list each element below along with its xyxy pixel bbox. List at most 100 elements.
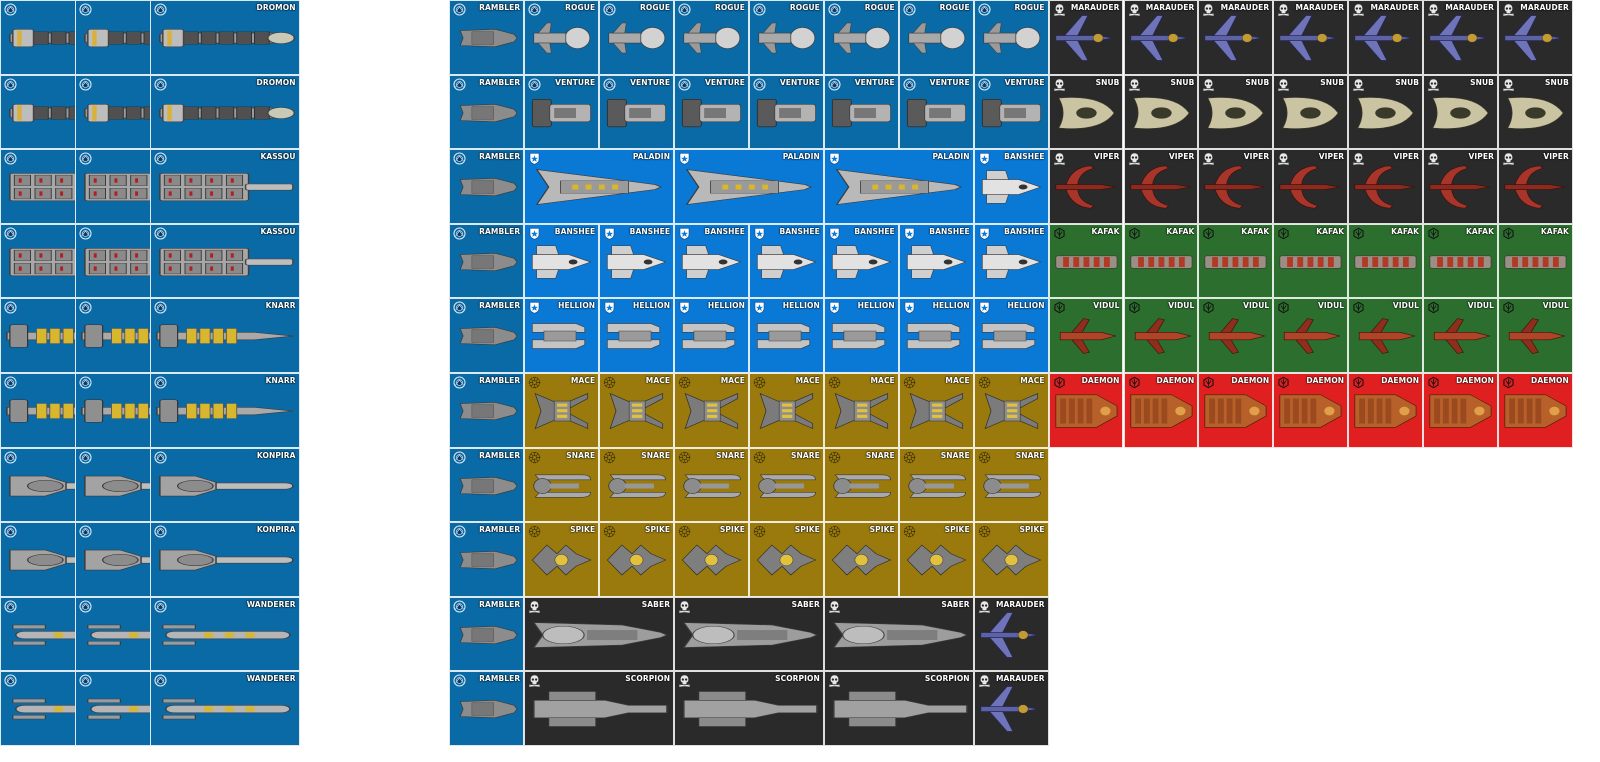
rune-emblem-icon [1353,227,1364,240]
ship-token-snare: SNARE [599,447,675,523]
star-emblem-icon [604,302,615,315]
wreath-emblem-icon [79,451,92,464]
ship-snare-art [908,474,966,498]
ship-snub-art [1132,96,1190,129]
ship-token-daemon: DAEMON [1123,373,1199,448]
ship-name-label: MACE [945,376,970,385]
ship-name-label: DROMON [256,77,296,87]
ship-name-label: SCORPION [775,674,820,684]
ship-scorpion-art [683,691,818,728]
ship-token-hellion: HELLION [599,298,675,373]
gear-emblem-icon [903,376,915,389]
ship-name-label: HELLION [1007,301,1045,311]
ship-token-scorpion: SCORPION [674,671,824,746]
rune-emblem-icon [1278,376,1289,389]
gear-emblem-icon [529,451,541,463]
ship-token-snare: SNARE [898,447,974,523]
wreath-emblem-icon [154,376,167,389]
ship-token-banshee: BANSHEE [898,223,974,299]
ship-name-label: SPIKE [794,525,820,535]
ship-token-rogue: ROGUE [674,0,749,75]
wreath-emblem-icon [4,525,17,538]
wreath-emblem-icon [4,376,17,389]
ship-name-label: KAFAK [1091,226,1120,236]
ship-name-label: HELLION [707,301,745,311]
skull-emblem-icon [1053,4,1065,16]
skull-emblem-icon [829,601,840,613]
ship-name-label: VIPER [1093,152,1120,162]
ship-rambler-art [460,252,518,271]
ship-token-venture: VENTURE [674,74,749,150]
gear-emblem-icon [604,451,616,463]
ship-token-daemon: DAEMON [1498,373,1573,448]
ship-name-label: VENTURE [1004,77,1045,87]
ship-spike-art [756,544,817,576]
ship-name-label: VENTURE [630,77,671,87]
ship-token-scorpion: SCORPION [823,671,974,746]
ship-name-label: SNARE [865,450,895,460]
ship-name-label: KASSOU [260,152,296,162]
ship-name-label: RAMBLER [479,376,521,385]
skull-emblem-icon [1203,153,1215,165]
ship-token-mace: MACE [749,373,824,448]
ship-name-label: SNUB [1245,77,1270,87]
skull-emblem-icon [679,601,690,613]
ship-marauder-art [1055,15,1113,61]
ship-token-daemon: DAEMON [1198,373,1274,448]
rune-emblem-icon [1203,302,1214,314]
ship-name-label: VIPER [1468,152,1494,162]
ship-name-label: VIPER [1168,152,1195,162]
ship-name-label: WANDERER [246,674,296,684]
ship-token-mace: MACE [973,373,1049,448]
ship-kafak-art [1129,255,1192,269]
star-emblem-icon [679,153,690,165]
ship-name-label: ROGUE [939,3,970,12]
ship-kassou-art [158,247,294,276]
ship-spike-art [681,544,742,576]
ship-name-label: DROMON [256,3,296,12]
ship-token-viper: VIPER [1273,149,1349,224]
ship-token-snub: SNUB [1273,74,1349,150]
ship-name-label: SNUB [1545,77,1569,87]
ship-snub-art [1207,96,1264,129]
ship-rogue-art [608,22,666,54]
ship-kafak-art [1279,255,1342,269]
wreath-emblem-icon [453,3,466,16]
ship-token-saber: SABER [524,596,675,672]
ship-name-label: KAFAK [1241,226,1270,236]
ship-token-snub: SNUB [1348,74,1424,150]
skull-emblem-icon [1278,78,1290,91]
ship-token-scorpion: SCORPION [524,671,675,746]
ship-name-label: SNUB [1095,77,1120,87]
ship-name-label: SNARE [566,450,596,460]
ship-name-label: SNARE [716,450,745,460]
ship-viper-art [1279,165,1340,209]
ship-name-label: RAMBLER [479,3,521,12]
ship-name-label: HELLION [632,301,671,311]
ship-daemon-art [1504,394,1567,428]
ship-name-label: VENTURE [929,77,970,87]
ship-name-label: SNARE [791,450,820,460]
rune-emblem-icon [1428,376,1439,389]
rune-emblem-icon [1278,302,1289,314]
ship-token-rogue: ROGUE [524,0,600,75]
ship-dromon-art [158,28,295,48]
ship-name-label: RAMBLER [479,525,521,535]
ship-token-daemon: DAEMON [1273,373,1349,448]
ship-token-rambler: RAMBLER [449,373,525,448]
ship-token-daemon: DAEMON [1048,373,1124,448]
ship-token-wanderer: WANDERER [149,596,300,672]
ship-knarr-art [155,324,293,348]
ship-banshee-art [607,245,667,279]
gear-emblem-icon [529,526,541,538]
ship-mace-art [834,392,888,430]
ship-token-kafak: KAFAK [1123,223,1199,299]
ship-name-label: MARAUDER [1070,3,1120,12]
ship-wanderer-art [162,624,291,646]
ship-vidul-art [1284,318,1342,355]
ship-token-snub: SNUB [1123,74,1199,150]
ship-token-vidul: VIDUL [1048,298,1124,373]
ship-token-viper: VIPER [1348,149,1424,224]
ship-name-label: DAEMON [1531,376,1569,385]
wreath-emblem-icon [4,674,17,687]
